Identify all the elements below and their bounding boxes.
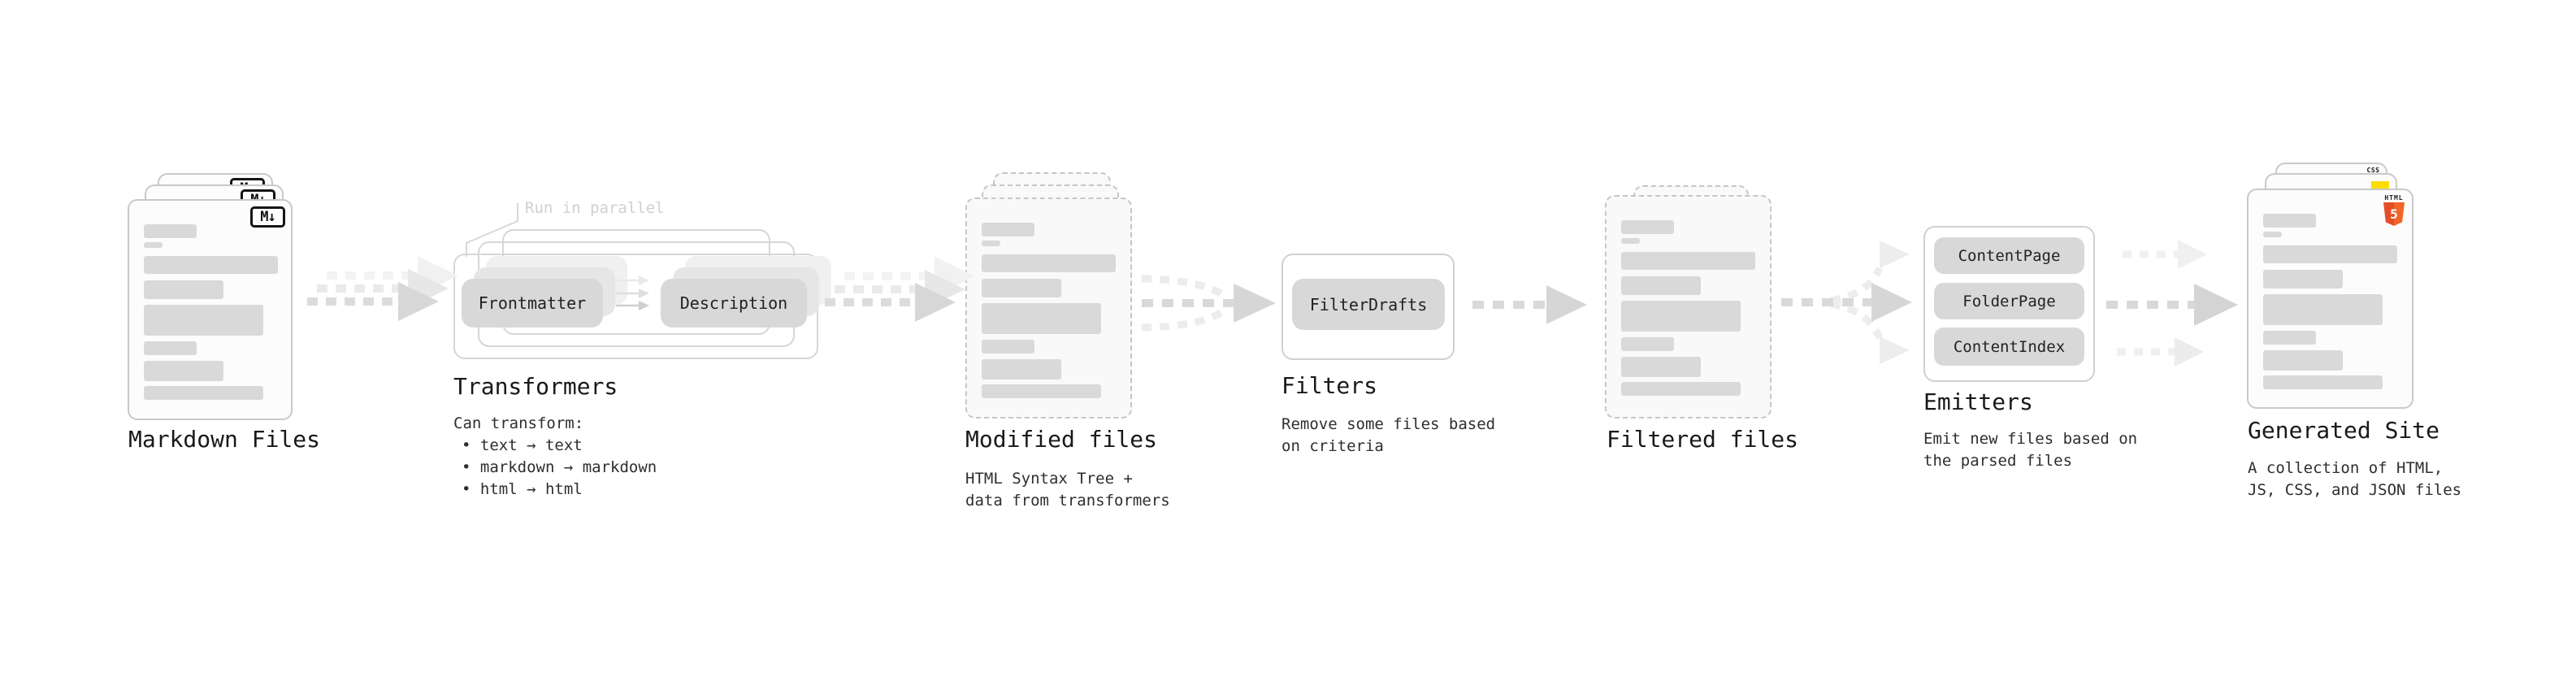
javascript-icon (2371, 181, 2389, 189)
node-markdown-files: M↓ M↓ M↓ Markdown Files (128, 173, 339, 482)
file-card-front (1605, 195, 1772, 419)
node-title-generated-site: Generated Site (2248, 417, 2440, 444)
transformer-pill-frontmatter: Frontmatter (462, 279, 603, 327)
emitter-pill-contentindex: ContentIndex (1934, 327, 2084, 366)
filters-box (1281, 254, 1455, 360)
node-title-filters: Filters (1281, 372, 1378, 399)
node-title-modified-files: Modified files (965, 426, 1158, 453)
node-transformers: Run in parallel Frontmatter Description … (453, 199, 835, 508)
node-title-filtered-files: Filtered files (1607, 426, 1799, 453)
node-generated-site: CSS HTML 5 Generated Site A collection o… (2247, 163, 2474, 504)
node-modified-files: Modified files HTML Syntax Tree + data f… (965, 172, 1177, 514)
file-card-front: M↓ (128, 199, 293, 420)
html5-icon: HTML 5 (2383, 195, 2405, 226)
node-filtered-files: Filtered files (1605, 185, 1816, 478)
node-title-markdown-files: Markdown Files (128, 426, 321, 453)
modified-files-caption: HTML Syntax Tree + data from transformer… (965, 470, 1170, 510)
filter-pill-filterdrafts: FilterDrafts (1292, 279, 1445, 330)
arrow-emitters-to-generated (2106, 240, 2238, 367)
node-title-transformers: Transformers (453, 373, 618, 400)
run-in-parallel-note: Run in parallel (525, 199, 665, 217)
file-card-front-html: HTML 5 (2247, 189, 2413, 409)
emitters-caption: Emit new files based on the parsed files (1923, 430, 2138, 470)
arrow-transformers-to-modified (825, 257, 975, 322)
node-filters: FilterDrafts Filters Remove some files b… (1281, 254, 1495, 481)
emitter-pill-contentpage: ContentPage (1934, 237, 2084, 274)
arrow-filters-to-filtered (1472, 285, 1587, 324)
emitters-box (1923, 226, 2095, 382)
markdown-icon: M↓ (250, 206, 285, 228)
generated-site-caption: A collection of HTML, JS, CSS, and JSON … (2248, 459, 2462, 499)
node-title-emitters: Emitters (1923, 388, 2033, 415)
emitter-pill-folderpage: FolderPage (1934, 283, 2084, 319)
file-card-front (965, 197, 1132, 419)
filters-caption: Remove some files based on criteria (1281, 415, 1496, 455)
node-emitters: ContentPage FolderPage ContentIndex Emit… (1923, 226, 2137, 486)
transformer-pill-description: Description (661, 279, 807, 327)
transformers-caption: Can transform: • text → text • markdown … (453, 414, 657, 498)
